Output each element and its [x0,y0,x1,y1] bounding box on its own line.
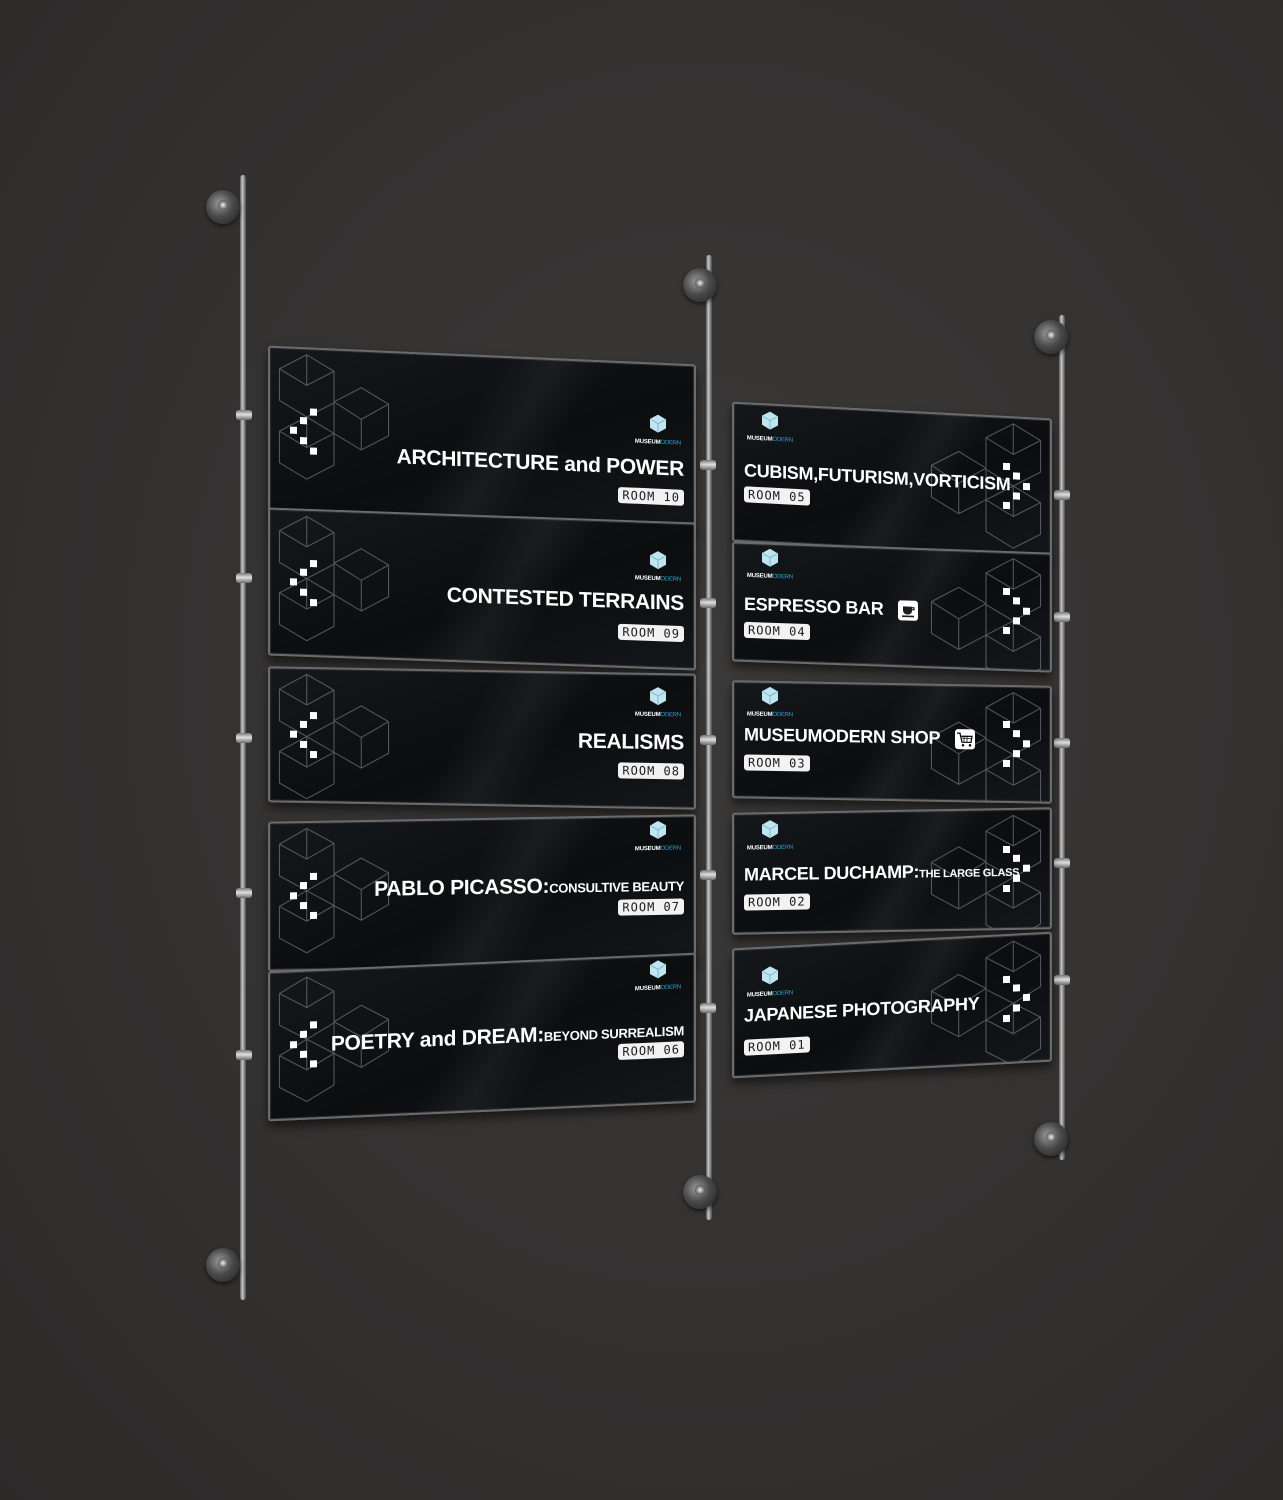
rod-grip [236,1050,252,1060]
arrow-left-icon [290,1021,317,1069]
rod-grip [1054,975,1070,985]
arrow-right-icon [1003,720,1030,768]
sign-room-05: MUSEUMODERN CUBISM,FUTURISM,VORTICISM RO… [732,401,1052,559]
sign-room-09: MUSEUMODERN CONTESTED TERRAINS ROOM 09 [268,507,696,671]
exhibit-title: MUSEUMODERN SHOP [744,724,975,750]
rod-grip [700,460,716,470]
wall-mount-left-top [206,190,240,224]
cube-logo-icon [649,550,667,570]
exhibit-title: ESPRESSO BAR [744,594,919,622]
museum-logo: MUSEUMODERN [742,686,798,718]
rod-grip [700,1003,716,1013]
cube-logo-icon [761,410,779,431]
wall-mount-right-bottom [1034,1122,1068,1156]
arrow-right-icon [1003,587,1030,635]
support-rod-right [1059,315,1065,1160]
shopping-cart-icon [954,729,975,750]
wall-mount-center-top [683,268,717,302]
exhibit-title: ARCHITECTURE and POWER [396,445,684,481]
cube-logo-icon [761,965,779,986]
rod-grip [1054,858,1070,868]
rod-grip [700,870,716,880]
wall-mount-left-bottom [206,1248,240,1282]
arrow-left-icon [290,407,317,455]
wall-mount-right-top [1034,320,1068,354]
cube-logo-icon [649,413,667,434]
rod-grip [700,598,716,608]
sign-room-08: MUSEUMODERN REALISMS ROOM 08 [268,666,696,810]
cube-logo-icon [649,959,667,980]
cube-logo-icon [649,686,667,706]
rod-grip [236,888,252,898]
room-label: ROOM 08 [618,762,684,780]
museum-logo: MUSEUMODERN [742,819,798,852]
museum-logo: MUSEUMODERN [630,959,686,992]
room-label: ROOM 07 [618,898,684,916]
museum-logo: MUSEUMODERN [742,965,798,999]
room-label: ROOM 06 [618,1041,684,1061]
coffee-cup-icon [898,600,919,622]
rod-grip [236,733,252,743]
arrow-left-icon [290,711,317,759]
sign-room-03: MUSEUMODERN MUSEUMODERN SHOP ROOM 03 [732,680,1052,804]
exhibit-title: PABLO PICASSO:CONSULTIVE BEAUTY [374,874,684,901]
room-label: ROOM 10 [618,486,684,506]
exhibit-title: REALISMS [577,729,684,755]
exhibit-title: CONTESTED TERRAINS [446,583,684,616]
cube-logo-icon [761,686,779,706]
cube-logo-icon [761,547,779,568]
museum-logo: MUSEUMODERN [742,410,798,444]
rod-grip [1054,738,1070,748]
museum-logo: MUSEUMODERN [630,686,686,719]
rod-grip [700,735,716,745]
sign-room-07: MUSEUMODERN PABLO PICASSO:CONSULTIVE BEA… [268,814,696,972]
arrow-left-icon [290,559,317,607]
sign-room-04: MUSEUMODERN ESPRESSO BAR ROOM 04 [732,541,1052,673]
museum-logo: MUSEUMODERN [630,820,686,852]
sign-room-02: MUSEUMODERN MARCEL DUCHAMP:THE LARGE GLA… [732,807,1052,935]
sign-room-06: MUSEUMODERN POETRY and DREAM:BEYOND SURR… [268,952,696,1122]
rod-grip [236,410,252,420]
cube-logo-icon [761,819,779,839]
museum-logo: MUSEUMODERN [742,547,798,581]
room-label: ROOM 02 [744,893,810,911]
room-label: ROOM 04 [744,621,810,641]
arrow-right-icon [1003,974,1030,1023]
room-label: ROOM 09 [618,623,684,643]
room-label: ROOM 03 [744,754,810,772]
room-label: ROOM 01 [744,1036,810,1056]
sign-room-10: MUSEUMODERN ARCHITECTURE and POWER ROOM … [268,345,696,533]
rod-grip [1054,490,1070,500]
wall-mount-center-bottom [683,1175,717,1209]
sign-room-01: MUSEUMODERN JAPANESE PHOTOGRAPHY ROOM 01 [732,931,1052,1079]
museum-logo: MUSEUMODERN [630,413,686,447]
rod-grip [1054,612,1070,622]
rod-grip [236,573,252,583]
cube-logo-icon [649,820,667,840]
room-label: ROOM 05 [744,486,810,506]
arrow-left-icon [290,872,317,920]
museum-logo: MUSEUMODERN [630,550,686,583]
